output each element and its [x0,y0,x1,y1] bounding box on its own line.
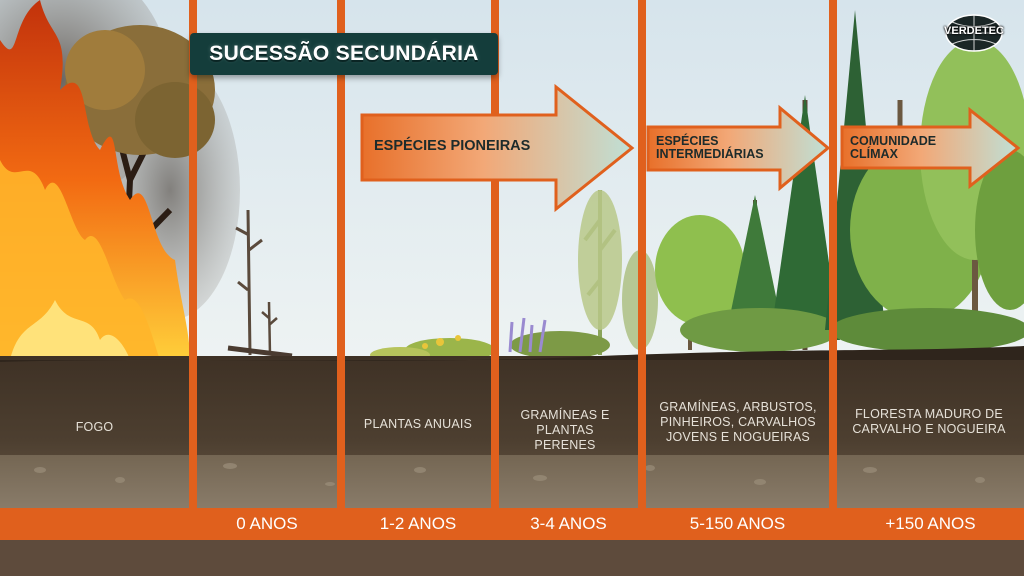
column-dividers [189,0,837,540]
arrow-label-intermediate: ESPÉCIES INTERMEDIÁRIAS [656,134,764,161]
stage-description-annuals: PLANTAS ANUAIS [363,417,473,431]
stage-description-perennials: GRAMÍNEAS E PLANTAS PERENES [520,408,610,452]
year-label-fire [0,512,189,536]
stage-description-climax: FLORESTA MADURO DE CARVALHO E NOGUEIRA [852,407,1006,436]
stage-description-fire: FOGO [75,420,114,434]
globe-icon [945,14,1003,52]
logo: VERDETEC [936,14,1012,52]
arrow-climax [840,106,1021,190]
intermediate-trees [655,95,840,352]
year-label-3-4: 3-4 ANOS [530,514,607,533]
arrow-pioneer [360,83,635,213]
year-label-1-2: 1-2 ANOS [379,514,457,533]
page-title: SUCESSÃO SECUNDÁRIA [190,33,498,75]
stage-description-intermediate: GRAMÍNEAS, ARBUSTOS, PINHEIROS, CARVALHO… [659,400,817,444]
soil-pebbles [34,463,985,486]
arrow-label-climax: COMUNIDADE CLÍMAX [850,134,937,161]
bottom-strip [0,540,1024,576]
year-bar [0,508,1024,540]
year-label-150-plus: +150 ANOS [885,514,976,533]
dead-snags [227,209,293,359]
arrow-intermediate [646,104,831,192]
year-label-5-150: 5-150 ANOS [689,514,786,533]
year-label-0: 0 ANOS [236,514,298,533]
arrow-label-pioneer: ESPÉCIES PIONEIRAS [374,138,531,154]
subsoil-layer [0,455,1024,510]
logo-text: VERDETEC [944,25,1004,37]
fire [0,0,190,360]
soil-surface [0,346,1024,362]
climax-forest [825,10,1024,352]
